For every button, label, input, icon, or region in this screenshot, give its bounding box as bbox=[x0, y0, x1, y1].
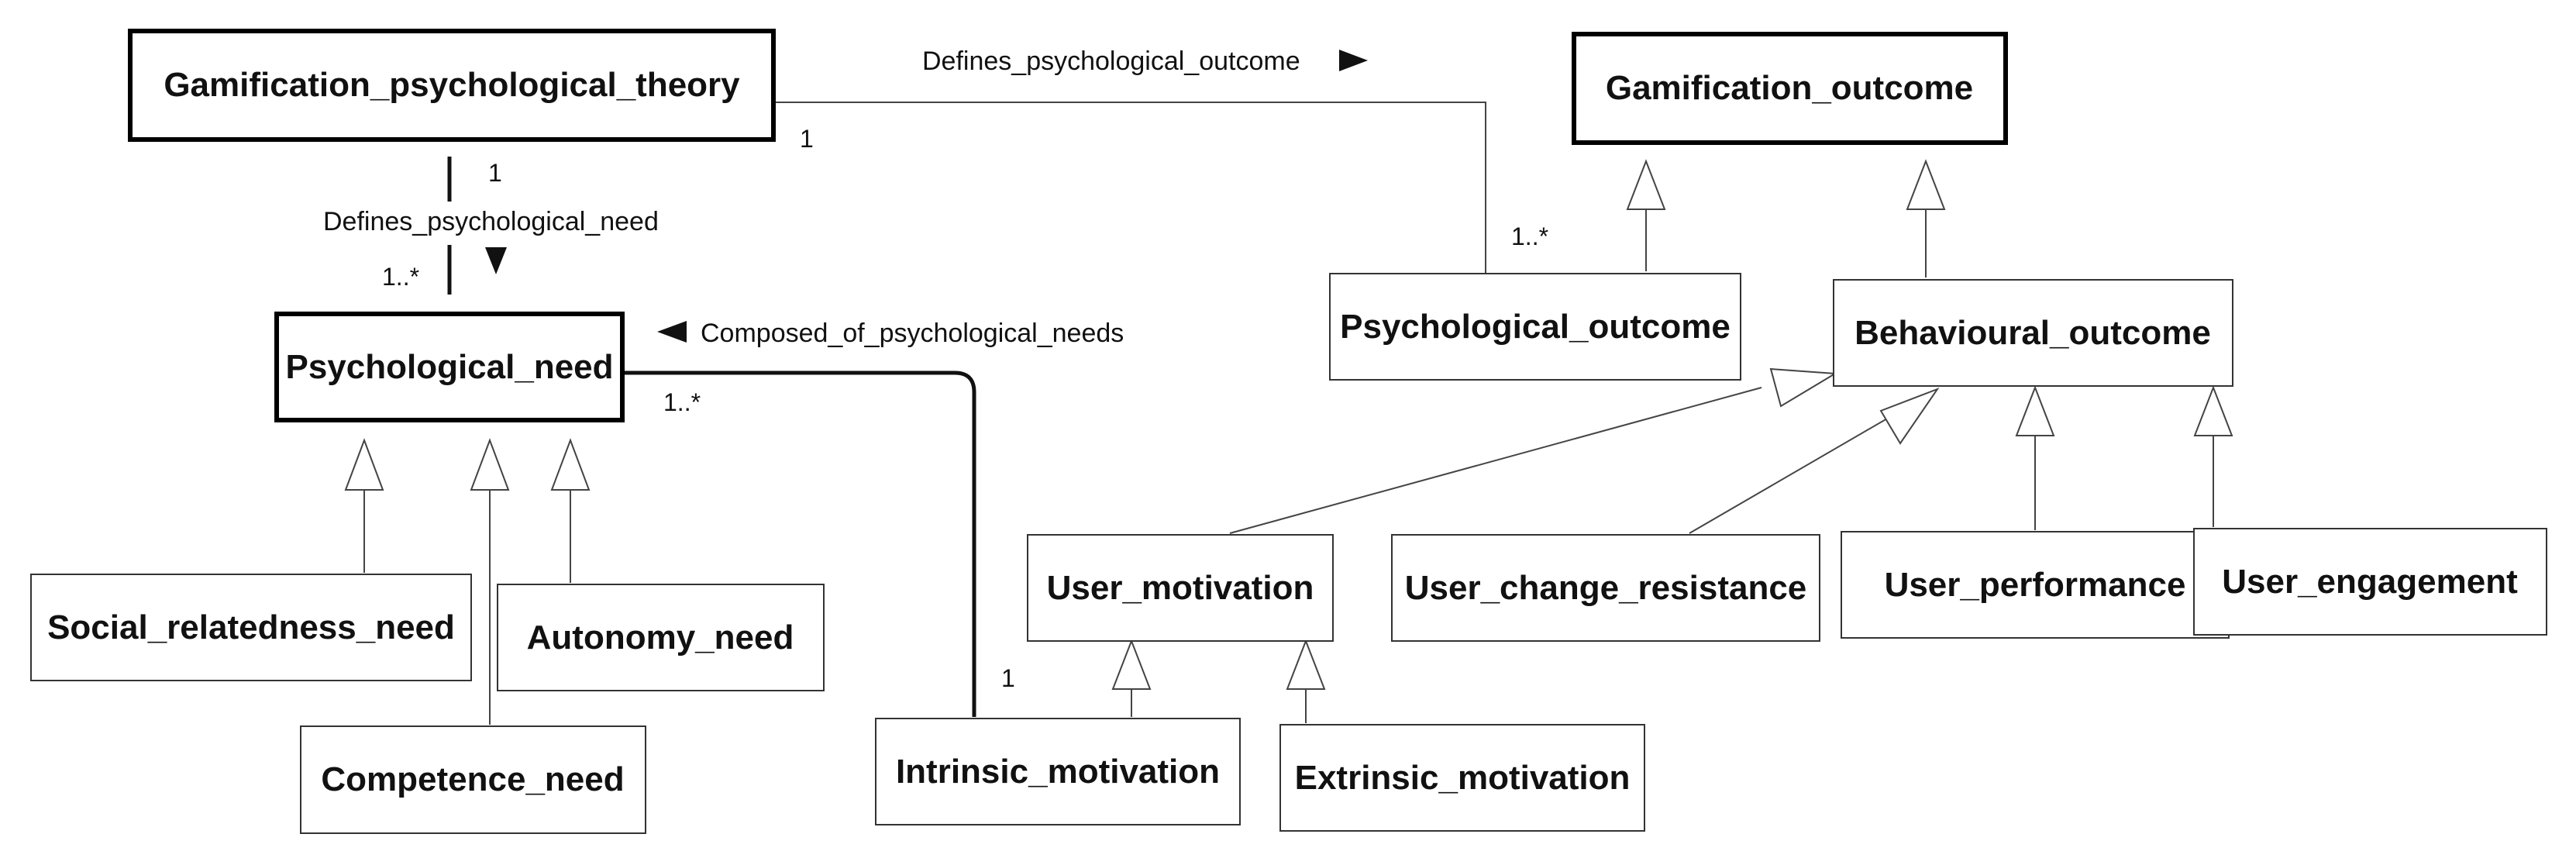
class-name-social-relatedness-need: Social_relatedness_need bbox=[47, 608, 455, 646]
class-box-extrinsic-motivation bbox=[1279, 724, 1645, 832]
class-box-gamification-outcome bbox=[1572, 32, 2008, 145]
class-box-social-relatedness-need bbox=[30, 574, 472, 681]
class-name-behavioural-outcome: Behavioural_outcome bbox=[1855, 314, 2211, 352]
hollow-triangle-arrow-icon bbox=[1626, 159, 1666, 210]
class-name-user-motivation: User_motivation bbox=[1047, 569, 1314, 607]
multiplicity-defines-psychological-outcome-target: 1..* bbox=[1511, 222, 1548, 250]
generalization-lines bbox=[363, 208, 2214, 725]
hollow-triangle-arrow-icon bbox=[1879, 387, 1940, 445]
class-box-autonomy-need bbox=[497, 584, 825, 691]
association-labels: Defines_psychological_outcome 1 1..* Def… bbox=[323, 47, 1548, 692]
class-boxes bbox=[30, 29, 2547, 834]
hollow-triangle-arrow-icon bbox=[1906, 159, 1946, 210]
class-box-gamification-psychological-theory bbox=[128, 29, 776, 142]
hollow-triangle-arrow-icon bbox=[1286, 639, 1326, 690]
association-label-defines-psychological-outcome: Defines_psychological_outcome bbox=[922, 47, 1300, 76]
multiplicity-defines-psychological-need-source: 1 bbox=[488, 159, 502, 187]
association-composed-of-psychological-needs-line bbox=[624, 370, 976, 717]
class-name-user-engagement: User_engagement bbox=[2222, 563, 2518, 601]
multiplicity-composed-of-psychological-needs-target: 1 bbox=[1001, 664, 1015, 692]
class-box-behavioural-outcome bbox=[1833, 279, 2233, 387]
multiplicity-defines-psychological-outcome-source: 1 bbox=[800, 125, 814, 153]
class-name-gamification-outcome: Gamification_outcome bbox=[1606, 69, 1973, 107]
association-defines-psychological-outcome-line bbox=[775, 102, 1486, 274]
class-box-psychological-need bbox=[274, 312, 625, 422]
generalization-line-user-change-resistance bbox=[1689, 398, 1923, 534]
multiplicity-defines-psychological-need-target: 1..* bbox=[382, 263, 419, 291]
triangle-down-icon bbox=[485, 247, 507, 274]
hollow-triangle-arrow-icon bbox=[470, 438, 510, 491]
generalization-line-user-motivation bbox=[1229, 387, 1762, 534]
association-label-composed-of-psychological-needs: Composed_of_psychological_needs bbox=[701, 319, 1124, 348]
class-box-competence-need bbox=[300, 725, 646, 834]
hollow-triangle-arrow-icon bbox=[344, 438, 384, 491]
hollow-triangle-arrow-icon bbox=[1769, 367, 1838, 408]
hollow-triangle-arrow-icon bbox=[1111, 639, 1152, 690]
class-name-user-performance: User_performance bbox=[1885, 566, 2186, 604]
class-box-user-engagement bbox=[2193, 528, 2547, 636]
class-name-user-change-resistance: User_change_resistance bbox=[1405, 569, 1807, 607]
class-box-user-motivation bbox=[1027, 534, 1334, 642]
class-box-user-change-resistance bbox=[1391, 534, 1820, 642]
class-name-gamification-psychological-theory: Gamification_psychological_theory bbox=[164, 66, 740, 104]
class-box-user-performance bbox=[1841, 531, 2230, 639]
class-name-intrinsic-motivation: Intrinsic_motivation bbox=[896, 753, 1220, 791]
class-name-extrinsic-motivation: Extrinsic_motivation bbox=[1295, 759, 1631, 797]
triangle-right-icon bbox=[1339, 50, 1368, 71]
association-direction-markers bbox=[485, 50, 1368, 343]
association-label-defines-psychological-need: Defines_psychological_need bbox=[323, 207, 659, 236]
generalization-arrowheads bbox=[344, 159, 2233, 690]
hollow-triangle-arrow-icon bbox=[2015, 385, 2055, 436]
class-name-competence-need: Competence_need bbox=[321, 760, 624, 798]
multiplicity-composed-of-psychological-needs-source: 1..* bbox=[663, 388, 701, 416]
class-name-psychological-need: Psychological_need bbox=[285, 348, 613, 386]
hollow-triangle-arrow-icon bbox=[2193, 385, 2233, 436]
class-name-autonomy-need: Autonomy_need bbox=[527, 619, 794, 657]
triangle-left-icon bbox=[657, 321, 687, 343]
hollow-triangle-arrow-icon bbox=[550, 438, 591, 491]
class-names: Gamification_psychological_theory Gamifi… bbox=[47, 66, 2518, 798]
class-name-psychological-outcome: Psychological_outcome bbox=[1340, 308, 1731, 346]
association-lines bbox=[447, 102, 1486, 717]
class-box-psychological-outcome bbox=[1329, 273, 1741, 381]
class-box-intrinsic-motivation bbox=[875, 718, 1241, 825]
